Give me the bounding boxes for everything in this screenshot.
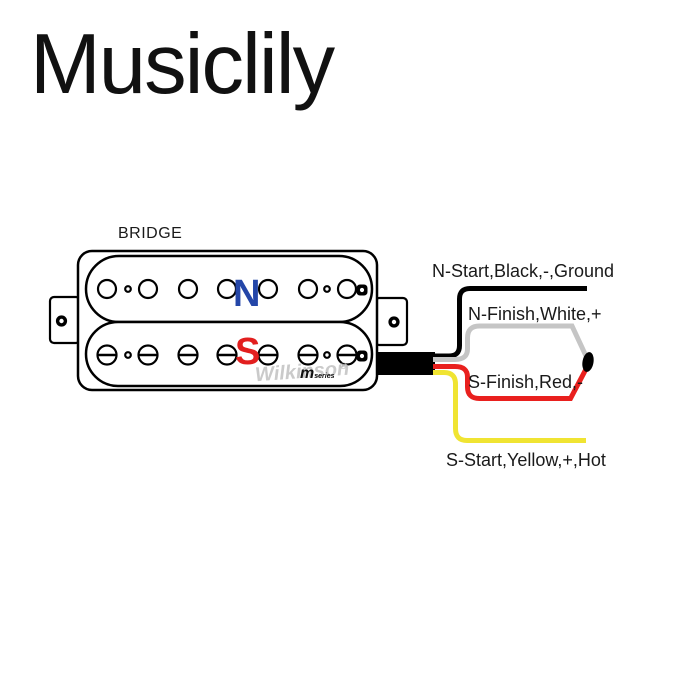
registered-mark: ®	[340, 361, 347, 371]
wire-label-n-finish: N-Finish,White,+	[468, 304, 602, 324]
wire-label-s-finish: S-Finish,Red,-	[468, 372, 584, 392]
pole-pieces-south	[96, 344, 368, 366]
wire-label-s-start: S-Start,Yellow,+,Hot	[446, 450, 606, 470]
pole-piece	[297, 278, 319, 300]
m-series-label: mseries	[300, 366, 334, 382]
pole-pieces-north	[96, 278, 368, 300]
south-coil-letter: S	[235, 331, 261, 373]
pole-piece	[216, 278, 238, 300]
pole-dot	[323, 285, 331, 293]
pole-dot	[323, 351, 331, 359]
brand-logo: Musiclily	[30, 17, 335, 112]
north-coil-letter: N	[233, 273, 261, 315]
pole-dot	[124, 285, 132, 293]
pickup-cable	[377, 352, 435, 375]
pole-dot	[124, 351, 132, 359]
pole-piece	[96, 278, 118, 300]
pole-piece	[257, 278, 279, 300]
pole-piece	[177, 278, 199, 300]
bridge-label: BRIDGE	[118, 225, 183, 242]
mounting-tab-left	[48, 295, 82, 345]
pole-piece	[137, 278, 159, 300]
wire-yellow	[433, 370, 586, 443]
mounting-tab-right	[373, 296, 409, 347]
wire-white	[433, 323, 589, 362]
wire-red	[433, 364, 588, 401]
solder-joint	[582, 352, 594, 372]
wire-black	[433, 286, 587, 359]
wire-label-n-start: N-Start,Black,-,Ground	[432, 261, 615, 281]
series-text: series	[314, 373, 335, 380]
series-m: m	[300, 365, 315, 382]
pole-piece	[336, 278, 358, 300]
